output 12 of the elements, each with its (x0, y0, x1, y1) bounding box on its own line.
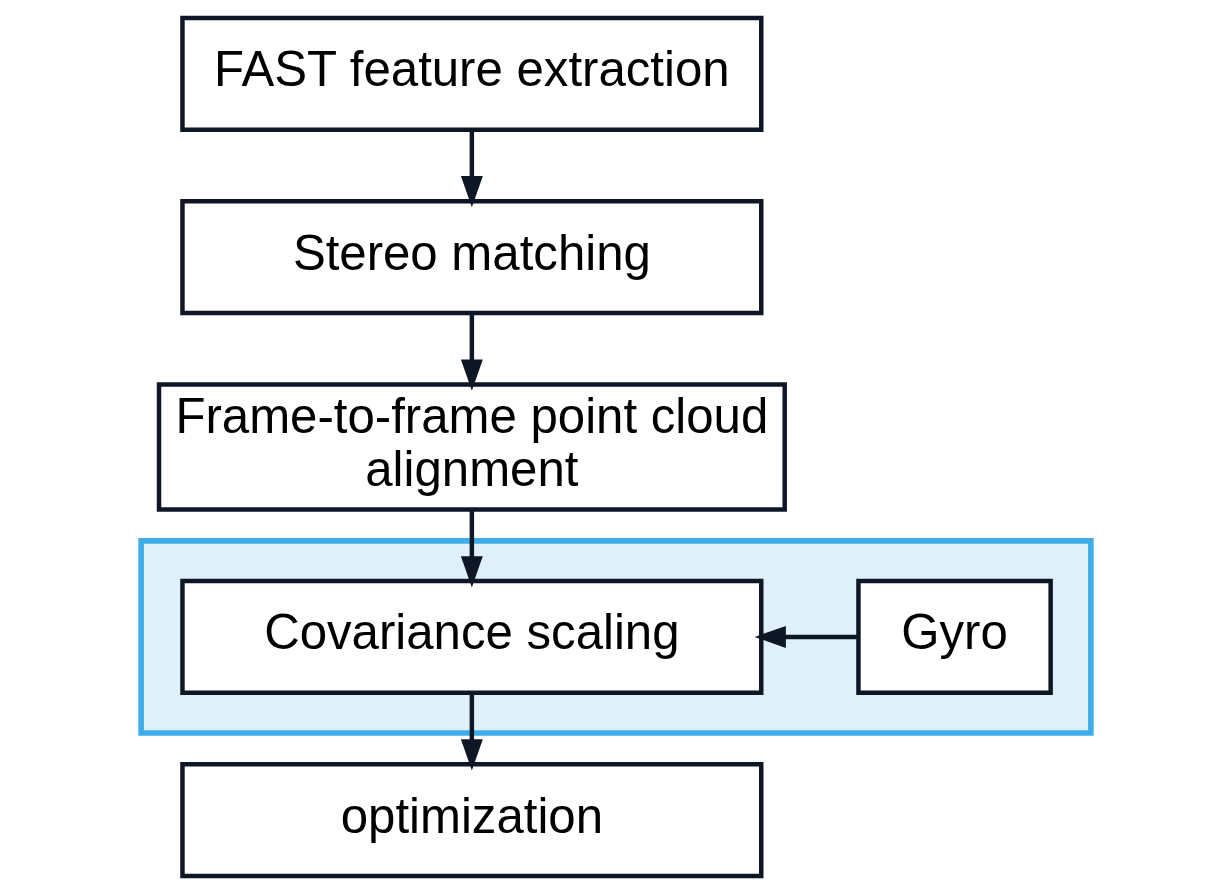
node-box: FAST feature extraction (179, 15, 763, 132)
arrow (460, 692, 483, 770)
node-box: Frame-to-frame point cloud alignment (156, 381, 787, 512)
node-box: Covariance scaling (179, 578, 763, 695)
arrow (754, 625, 858, 648)
arrow (460, 509, 483, 587)
node-box: Gyro (855, 578, 1053, 695)
arrow (460, 129, 483, 207)
node-box: optimization (179, 761, 763, 878)
arrow (460, 312, 483, 391)
node-box: Stereo matching (179, 198, 763, 315)
cluster (137, 537, 1094, 736)
